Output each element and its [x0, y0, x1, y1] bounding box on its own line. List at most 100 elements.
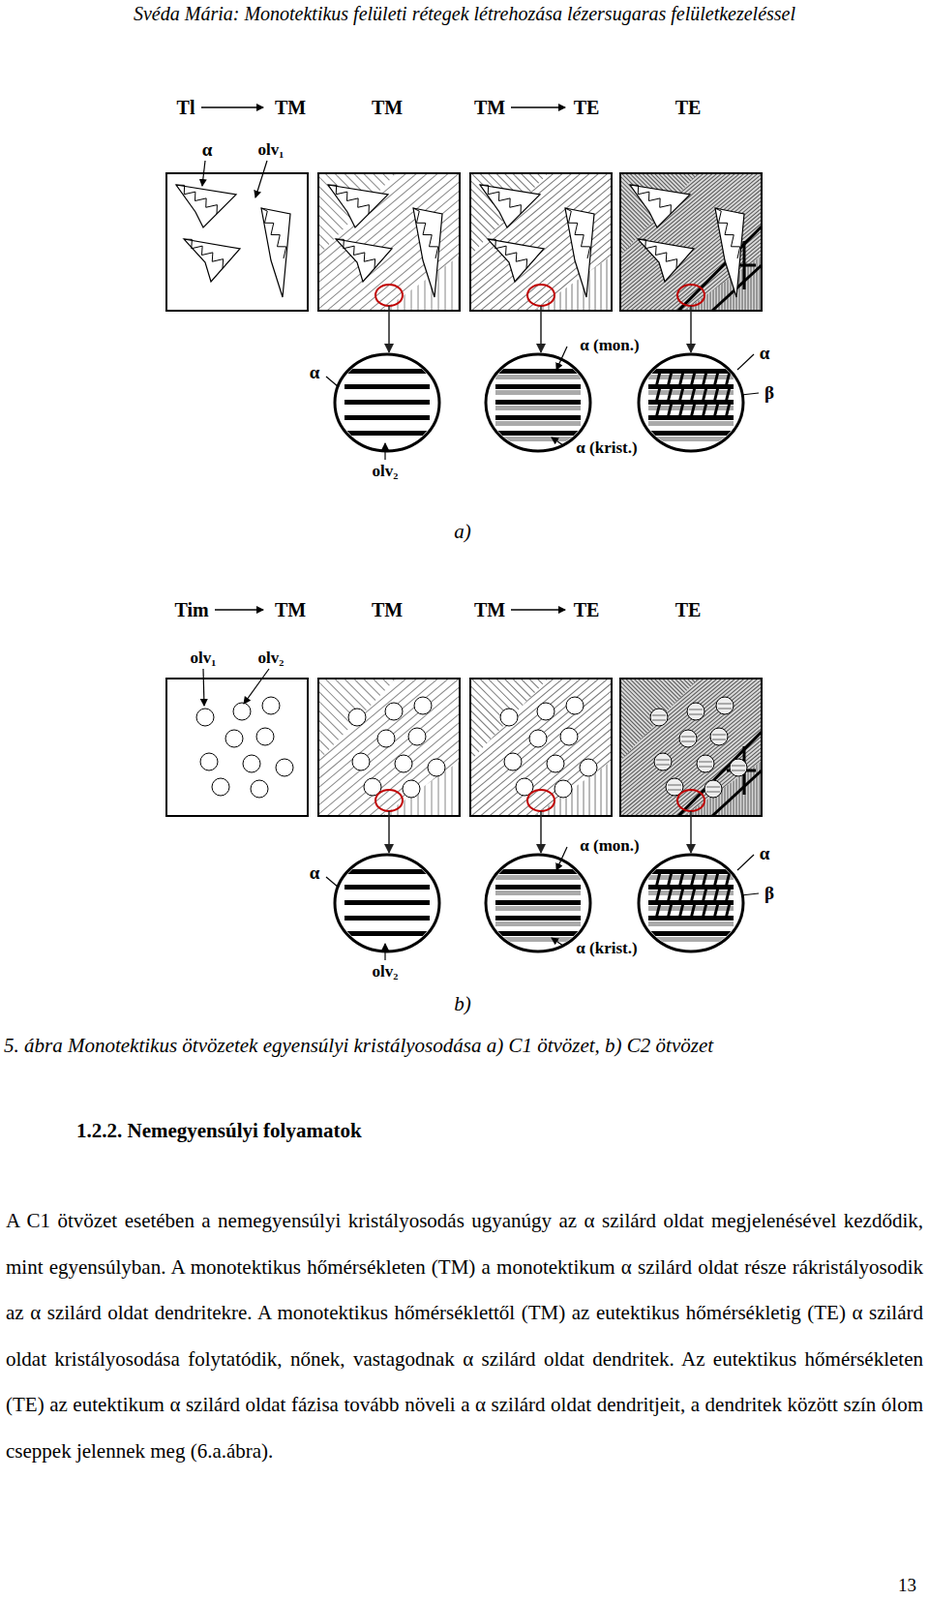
- beta-lamella: [725, 371, 730, 388]
- hatch-line: [600, 231, 602, 334]
- hatch-line: [649, 724, 807, 857]
- hatch-line: [400, 606, 558, 739]
- lead-droplet: [348, 708, 366, 726]
- red-marker: [677, 789, 705, 811]
- hatch-line: [550, 606, 708, 739]
- hatch-line: [554, 231, 556, 334]
- beta-lamella: [725, 387, 730, 403]
- hatch-line: [482, 705, 640, 838]
- hatch-line: [765, 231, 767, 334]
- detail-arrow: [689, 305, 692, 353]
- droplet-hatch: [681, 741, 695, 743]
- lead-droplet: [414, 696, 432, 715]
- dendrite: [487, 239, 544, 282]
- dendrite-arm: [637, 239, 678, 269]
- hatch-line: [606, 736, 608, 840]
- hatch-line: [438, 736, 440, 840]
- temperature-arrow: [510, 608, 566, 611]
- beta-lamella: [679, 887, 684, 903]
- hatch-line: [319, 672, 405, 758]
- lead-droplet: [377, 729, 395, 748]
- hatch-line: [627, 698, 784, 831]
- micrograph-border: [470, 678, 612, 816]
- hatch-line: [756, 736, 758, 840]
- temperature-label: TM: [371, 599, 403, 621]
- beta-lamella: [714, 387, 719, 403]
- beta-lamella: [667, 371, 672, 388]
- lead-droplet: [275, 758, 294, 777]
- hatch-line: [606, 231, 608, 334]
- lead-droplet: [242, 754, 261, 773]
- lamellae: [495, 869, 581, 942]
- hatch-line: [646, 646, 732, 732]
- lead-droplet: [679, 729, 697, 748]
- dendrite: [715, 208, 745, 298]
- hatch-line: [632, 705, 790, 838]
- page-number: 13: [898, 1575, 917, 1596]
- lamella-grey: [495, 921, 581, 927]
- hatch-line: [295, 696, 381, 782]
- hatch-line: [620, 672, 706, 758]
- dendrite-arm: [629, 184, 671, 214]
- beta-lamella: [702, 902, 707, 919]
- hatch-line: [451, 231, 453, 334]
- hatch-line: [542, 231, 544, 334]
- lamella: [344, 884, 430, 890]
- droplet-hatch: [712, 734, 726, 736]
- hatch-line: [476, 666, 562, 752]
- hatch-line: [546, 602, 704, 735]
- droplet-hatch: [652, 715, 666, 717]
- phase-label: olv₁: [190, 649, 217, 668]
- droplet-hatch: [656, 764, 670, 766]
- detail-arrow: [539, 305, 542, 353]
- dendrite-arm: [261, 208, 287, 259]
- detail-circle: [334, 854, 440, 952]
- hatch-line: [774, 736, 776, 840]
- beta-lamella: [714, 887, 719, 903]
- lead-droplet: [529, 729, 547, 748]
- lead-droplet: [704, 779, 722, 798]
- lead-droplet: [566, 696, 584, 715]
- hatch-line: [753, 736, 755, 840]
- beta-lamella: [702, 402, 707, 419]
- hatch-line: [431, 736, 433, 840]
- hatch-line: [745, 231, 747, 334]
- micrograph-border: [318, 173, 460, 311]
- lamella: [495, 384, 581, 390]
- hatch-line: [750, 736, 752, 840]
- phase-label: olv₂: [372, 962, 399, 982]
- temperature-arrow: [201, 106, 264, 109]
- micrograph-border: [318, 678, 460, 816]
- hatch-line: [639, 714, 797, 846]
- hatch-line: [548, 736, 550, 840]
- temperature-label: TM: [274, 599, 306, 621]
- hatch-line: [309, 175, 467, 307]
- hatch-line: [319, 167, 405, 253]
- lead-droplet: [687, 702, 705, 720]
- droplet-hatch: [706, 791, 720, 793]
- leader-line: [551, 937, 564, 946]
- dendrite: [328, 184, 389, 228]
- hatching: [574, 128, 745, 299]
- phase-label: α: [759, 843, 771, 865]
- hatch-line: [634, 707, 792, 840]
- hatch-line: [768, 231, 770, 334]
- hatch-line: [479, 157, 566, 243]
- lamella: [495, 415, 581, 420]
- dendrite: [183, 239, 240, 282]
- subfigure-label: b): [453, 992, 472, 1016]
- hatch-line: [451, 736, 453, 840]
- lamellae: [648, 869, 734, 942]
- lamella-grey: [495, 905, 581, 911]
- hatch-line: [719, 231, 720, 334]
- lamellae: [495, 368, 581, 442]
- hatch-line: [637, 712, 795, 844]
- hatch-line: [692, 231, 694, 334]
- lead-droplet: [579, 758, 598, 777]
- phase-label: α: [759, 343, 771, 364]
- temperature-arrow: [510, 106, 566, 109]
- detail-circle: [485, 854, 591, 952]
- beta-lamella: [656, 402, 660, 419]
- hatching: [546, 602, 835, 891]
- lamella-grey: [648, 905, 734, 911]
